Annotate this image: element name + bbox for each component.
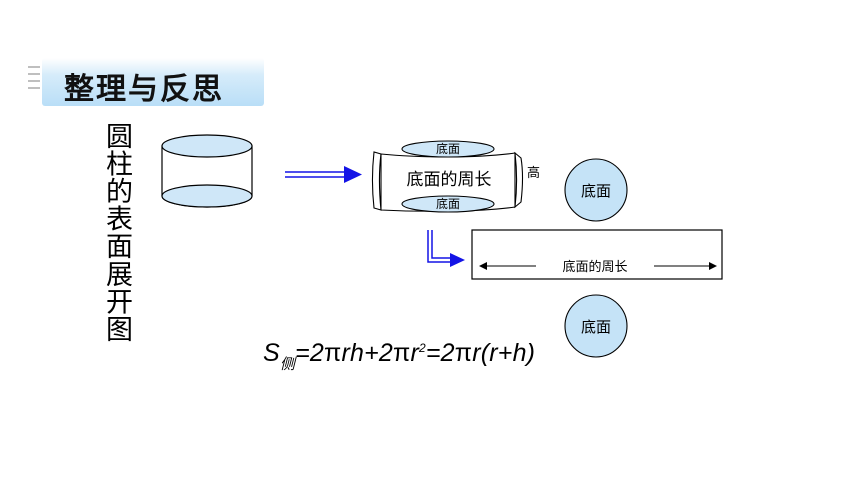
- cylinder: [161, 134, 253, 208]
- unrolled-rectangle: 底面的周长: [471, 229, 723, 280]
- height-label: 高: [527, 165, 540, 181]
- unroll-bottom-base-label: 底面: [436, 196, 460, 211]
- formula-part4: =2: [425, 339, 455, 367]
- side-caption: 圆柱的表面展开图: [101, 122, 132, 343]
- unroll-circumference-label: 底面的周长: [407, 170, 492, 190]
- formula-pi3: π: [454, 339, 473, 367]
- title-badge: 整理与反思: [42, 58, 264, 107]
- cylinder-top-ellipse: [161, 134, 253, 158]
- unrolling-surface: 底面 底面 底面的周长 高: [371, 140, 540, 213]
- formula-subscript: 侧: [279, 356, 296, 373]
- unroll-top-base-label: 底面: [436, 141, 460, 156]
- arrow-down-l-double: [427, 230, 465, 267]
- base-circle-bottom: 底面: [564, 294, 628, 358]
- base-circle-top: 底面: [564, 158, 628, 222]
- formula-part2: rh+2: [341, 339, 393, 367]
- formula-pi1: π: [323, 339, 342, 367]
- formula-part1: =2: [295, 339, 324, 367]
- base-circle-top-label: 底面: [581, 182, 611, 200]
- surface-area-formula: S侧=2πrh+2πr2=2πr(r+h): [263, 339, 536, 373]
- formula-pi2: π: [392, 339, 411, 367]
- arrow-right-double: [285, 166, 362, 183]
- title-decoration: [28, 66, 40, 96]
- rect-length-label: 底面的周长: [562, 259, 627, 275]
- formula-part3: r: [410, 339, 419, 367]
- cylinder-bottom-ellipse: [161, 184, 253, 208]
- base-circle-bottom-label: 底面: [581, 318, 611, 336]
- formula-exponent: 2: [418, 341, 426, 355]
- unroll-bottom-base: [401, 195, 495, 213]
- formula-part5: r(r+h): [472, 339, 536, 367]
- formula-s: S: [263, 339, 280, 367]
- unroll-top-base: [401, 140, 495, 158]
- page-title: 整理与反思: [64, 72, 224, 107]
